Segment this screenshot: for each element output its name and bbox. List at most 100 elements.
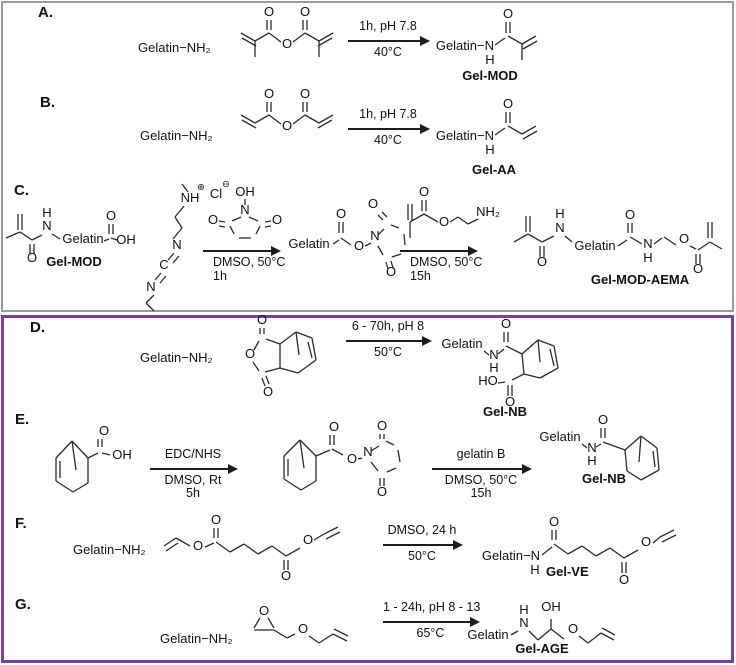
bond-lines (253, 617, 349, 644)
atom-label-H: H (555, 206, 564, 221)
reaction-arrow-block-e2: gelatin B DMSO, 50°C 15h (432, 447, 532, 501)
atom-label-N: N (370, 228, 379, 243)
condition-top: 1 - 24h, pH 8 - 13 (383, 600, 481, 614)
condition-top: 6 - 70h, pH 8 (351, 319, 425, 333)
structure-gel-nb-product-e: Gelatin N H O Gel-NB (539, 412, 660, 486)
reaction-arrow (150, 463, 238, 474)
atom-label-N: N (146, 279, 155, 294)
atom-label-O: O (281, 568, 291, 583)
bond-lines (5, 214, 118, 254)
atom-label-O: O (272, 212, 282, 227)
structure-nhs: OH N O O (208, 184, 282, 239)
product-name-gel-nb: Gel-NB (483, 404, 527, 419)
reactant-gelatin-nh2-a: Gelatin−NH₂ (138, 40, 211, 55)
condition-top: DMSO, 24 h (387, 523, 457, 537)
atom-label-H: H (587, 453, 596, 468)
bond-lines (581, 428, 660, 481)
minus-charge-icon: ⊖ (222, 179, 230, 190)
row-label-f: F. (15, 515, 27, 532)
structure-gel-aa-product: Gelatin−N H O Gel-AA (436, 96, 538, 177)
atom-label-O: O (27, 250, 37, 265)
atom-label-N: N (489, 347, 498, 362)
gelatin-label: Gelatin (62, 231, 103, 246)
row-label-g: G. (15, 596, 31, 613)
structure-norbornene-cooh: O OH (55, 423, 132, 493)
condition-line2: 15h (410, 268, 431, 283)
condition-line1: DMSO, 50°C (213, 255, 286, 269)
atom-label-O: O (377, 418, 387, 433)
reaction-arrow (400, 246, 478, 256)
reaction-arrow-block-d: 6 - 70h, pH 8 50°C (346, 319, 432, 359)
atom-label-O: O (619, 572, 629, 587)
reaction-arrow (348, 123, 430, 134)
structure-methacrylic-anhydride: O O O (240, 4, 334, 57)
structure-gel-age-product: Gelatin H N OH O Gel-AGE (467, 599, 616, 656)
reaction-arrow-block-c2: DMSO, 50°C 15h (400, 244, 483, 283)
atom-label-O: O (208, 212, 218, 227)
structure-gel-mod-aema-product: H N Gelatin O O N H O O Gel-MOD-AEMA (513, 206, 723, 287)
bond-lines (163, 526, 341, 570)
gelatin-label: Gelatin (441, 336, 482, 351)
row-label-e: E. (15, 411, 30, 428)
start-name-gel-mod: Gel-MOD (46, 254, 102, 269)
gelatin-n-label: Gelatin−N (436, 128, 494, 143)
reaction-arrow-block-a: 1h, pH 7.8 40°C (348, 19, 430, 59)
panel-purple-reactions-defg (1, 315, 734, 663)
bond-lines (513, 216, 723, 264)
condition-line1: DMSO, 50°C (410, 255, 483, 269)
atom-label-O: O (336, 206, 346, 221)
atom-label-NH2: NH₂ (476, 204, 500, 219)
atom-label-O: O (106, 208, 116, 223)
atom-label-N: N (519, 615, 528, 630)
gelatin-label: Gelatin (288, 236, 329, 251)
atom-label-H: H (42, 205, 51, 220)
atom-label-N: N (42, 218, 51, 233)
gelatin-label: Gelatin (539, 429, 580, 444)
bond-lines (55, 439, 111, 493)
atom-label-O: O (568, 621, 578, 636)
atom-label-O: O (625, 207, 635, 222)
atom-label-Cl: Cl (210, 186, 222, 201)
atom-label-O: O (99, 423, 109, 438)
condition-line2: 5h (186, 486, 200, 500)
atom-label-O: O (282, 36, 292, 51)
condition-bottom: 50°C (374, 344, 402, 359)
bond-lines (510, 619, 616, 644)
bond-lines (494, 22, 538, 60)
atom-label-O: O (368, 196, 378, 211)
structure-edc-hcl: NH ⊕ Cl ⊖ N C N (145, 179, 230, 312)
row-label-d: D. (30, 319, 45, 336)
plus-charge-icon: ⊕ (197, 182, 205, 193)
atom-label-N: N (363, 444, 372, 459)
atom-label-N: N (172, 237, 181, 252)
row-label-c: C. (14, 182, 29, 199)
atom-label-O: O (264, 4, 274, 19)
atom-label-O: O (549, 514, 559, 529)
bond-lines (283, 434, 401, 491)
atom-label-O: O (693, 261, 703, 276)
condition-line1: DMSO, Rt (164, 472, 222, 487)
atom-label-H: H (489, 360, 498, 375)
row-label-b: B. (40, 94, 55, 111)
structure-norbornene-nhs-ester: O O N O O (283, 418, 401, 499)
structure-acrylic-anhydride: O O O (240, 86, 334, 133)
product-name-gel-age: Gel-AGE (515, 641, 569, 656)
structure-allyl-glycidyl-ether: O O (253, 603, 349, 644)
atom-label-O: O (298, 621, 308, 636)
condition-bottom: 40°C (374, 44, 402, 59)
atom-label-O: O (300, 86, 310, 101)
atom-label-O: O (598, 412, 608, 427)
bond-lines (218, 199, 272, 239)
reaction-arrow-block-f: DMSO, 24 h 50°C (383, 523, 463, 563)
structure-carbic-anhydride: O O O (245, 312, 317, 399)
atom-label-H: H (530, 562, 539, 577)
condition-line1: DMSO, 50°C (444, 472, 518, 487)
atom-label-O: O (282, 118, 292, 133)
product-name-gel-ve: Gel-VE (546, 564, 589, 579)
atom-label-O: O (193, 538, 203, 553)
bond-lines (541, 529, 677, 573)
atom-label-O: O (257, 312, 267, 327)
reactant-gelatin-nh2-f: Gelatin−NH₂ (73, 542, 146, 557)
structure-gel-ve-product: Gelatin−N H O O O Gel-VE (482, 514, 677, 587)
